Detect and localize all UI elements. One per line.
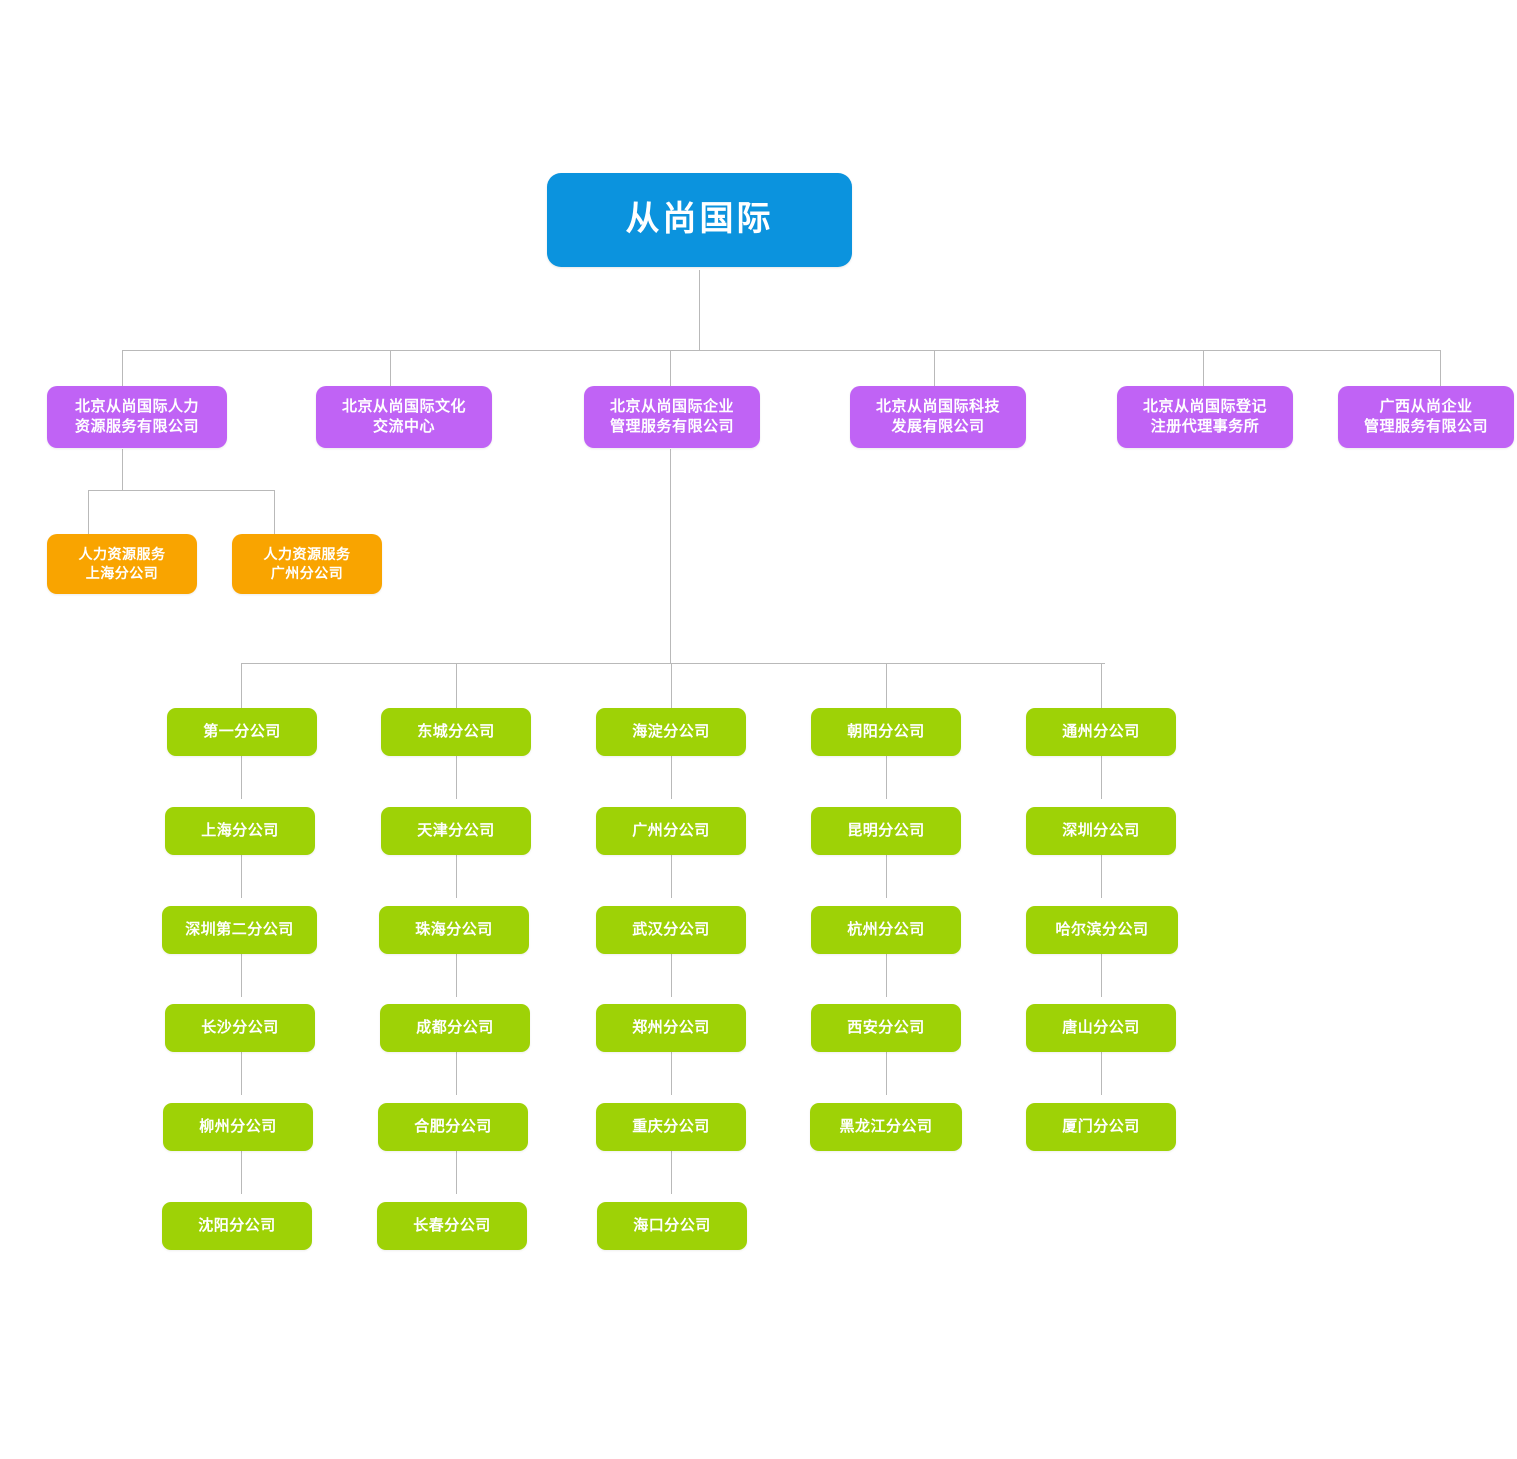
node-branch-tianjin[interactable]: 天津分公司: [381, 807, 531, 855]
connector-branch-link: [241, 1151, 242, 1194]
node-branch-diyi[interactable]: 第一分公司: [167, 708, 317, 756]
connector-level2-drop-2: [390, 350, 391, 386]
node-branch-dongcheng[interactable]: 东城分公司: [381, 708, 531, 756]
connector-branch-link: [1101, 1052, 1102, 1095]
node-hr-branch-guangzhou[interactable]: 人力资源服务 广州分公司: [232, 534, 382, 594]
connector-branch-link: [886, 855, 887, 898]
connector-branch-link: [1101, 855, 1102, 898]
node-branch-liuzhou[interactable]: 柳州分公司: [163, 1103, 313, 1151]
connector-branch-link: [671, 756, 672, 799]
node-level2-hr[interactable]: 北京从尚国际人力 资源服务有限公司: [47, 386, 227, 448]
connector-branch-link: [671, 1151, 672, 1194]
node-branch-hangzhou[interactable]: 杭州分公司: [811, 906, 961, 954]
connector-branch-bus: [241, 663, 1105, 664]
node-hr-branch-shanghai[interactable]: 人力资源服务 上海分公司: [47, 534, 197, 594]
connector-branch-link: [241, 1052, 242, 1095]
connector-level2-drop-1: [122, 350, 123, 386]
connector-branch-link: [456, 855, 457, 898]
node-branch-haidian[interactable]: 海淀分公司: [596, 708, 746, 756]
node-root[interactable]: 从尚国际: [547, 173, 852, 267]
node-branch-changsha[interactable]: 长沙分公司: [165, 1004, 315, 1052]
node-branch-chengdu[interactable]: 成都分公司: [380, 1004, 530, 1052]
connector-branch-col-drop-4: [886, 663, 887, 708]
node-branch-guangzhou[interactable]: 广州分公司: [596, 807, 746, 855]
node-branch-shenzhen[interactable]: 深圳分公司: [1026, 807, 1176, 855]
connector-hr-drop-2: [274, 490, 275, 534]
connector-branch-link: [456, 1151, 457, 1194]
node-level2-enterprise[interactable]: 北京从尚国际企业 管理服务有限公司: [584, 386, 760, 448]
connector-hr-drop-1: [88, 490, 89, 534]
node-branch-heilongjiang[interactable]: 黑龙江分公司: [810, 1103, 962, 1151]
node-branch-xian[interactable]: 西安分公司: [811, 1004, 961, 1052]
connector-branch-link: [1101, 954, 1102, 997]
node-level2-technology[interactable]: 北京从尚国际科技 发展有限公司: [850, 386, 1026, 448]
node-branch-haerbin[interactable]: 哈尔滨分公司: [1026, 906, 1178, 954]
connector-branch-link: [671, 954, 672, 997]
connector-branch-col-drop-2: [456, 663, 457, 708]
connector-enterprise-stem: [670, 449, 671, 663]
node-branch-kunming[interactable]: 昆明分公司: [811, 807, 961, 855]
connector-branch-link: [456, 954, 457, 997]
connector-branch-link: [1101, 756, 1102, 799]
node-level2-guangxi[interactable]: 广西从尚企业 管理服务有限公司: [1338, 386, 1514, 448]
connector-level2-drop-6: [1440, 350, 1441, 386]
connector-level2-drop-5: [1203, 350, 1204, 386]
node-branch-shenyang[interactable]: 沈阳分公司: [162, 1202, 312, 1250]
node-level2-registration[interactable]: 北京从尚国际登记 注册代理事务所: [1117, 386, 1293, 448]
node-branch-chaoyang[interactable]: 朝阳分公司: [811, 708, 961, 756]
node-branch-shanghai[interactable]: 上海分公司: [165, 807, 315, 855]
node-branch-zhengzhou[interactable]: 郑州分公司: [596, 1004, 746, 1052]
connector-branch-col-drop-5: [1101, 663, 1102, 708]
connector-branch-link: [241, 756, 242, 799]
connector-hr-bus: [88, 490, 274, 491]
node-branch-xiamen[interactable]: 厦门分公司: [1026, 1103, 1176, 1151]
node-level2-culture[interactable]: 北京从尚国际文化 交流中心: [316, 386, 492, 448]
node-branch-tongzhou[interactable]: 通州分公司: [1026, 708, 1176, 756]
connector-level2-bus: [122, 350, 1440, 351]
connector-branch-link: [456, 756, 457, 799]
connector-branch-link: [456, 1052, 457, 1095]
connector-branch-link: [241, 855, 242, 898]
connector-branch-link: [886, 954, 887, 997]
node-branch-zhuhai[interactable]: 珠海分公司: [379, 906, 529, 954]
connector-branch-link: [671, 855, 672, 898]
connector-branch-link: [241, 954, 242, 997]
connector-branch-col-drop-3: [671, 663, 672, 708]
node-branch-changchun[interactable]: 长春分公司: [377, 1202, 527, 1250]
connector-root-stem: [699, 270, 700, 350]
node-branch-tangshan[interactable]: 唐山分公司: [1026, 1004, 1176, 1052]
node-branch-wuhan[interactable]: 武汉分公司: [596, 906, 746, 954]
connector-level2-drop-4: [934, 350, 935, 386]
connector-hr-stem: [122, 449, 123, 490]
node-branch-hefei[interactable]: 合肥分公司: [378, 1103, 528, 1151]
connector-branch-col-drop-1: [241, 663, 242, 708]
connector-branch-link: [886, 756, 887, 799]
connector-level2-drop-3: [670, 350, 671, 386]
node-branch-haikou[interactable]: 海口分公司: [597, 1202, 747, 1250]
node-branch-chongqing[interactable]: 重庆分公司: [596, 1103, 746, 1151]
connector-branch-link: [886, 1052, 887, 1095]
connector-branch-link: [671, 1052, 672, 1095]
node-branch-shenzhen-2[interactable]: 深圳第二分公司: [162, 906, 317, 954]
